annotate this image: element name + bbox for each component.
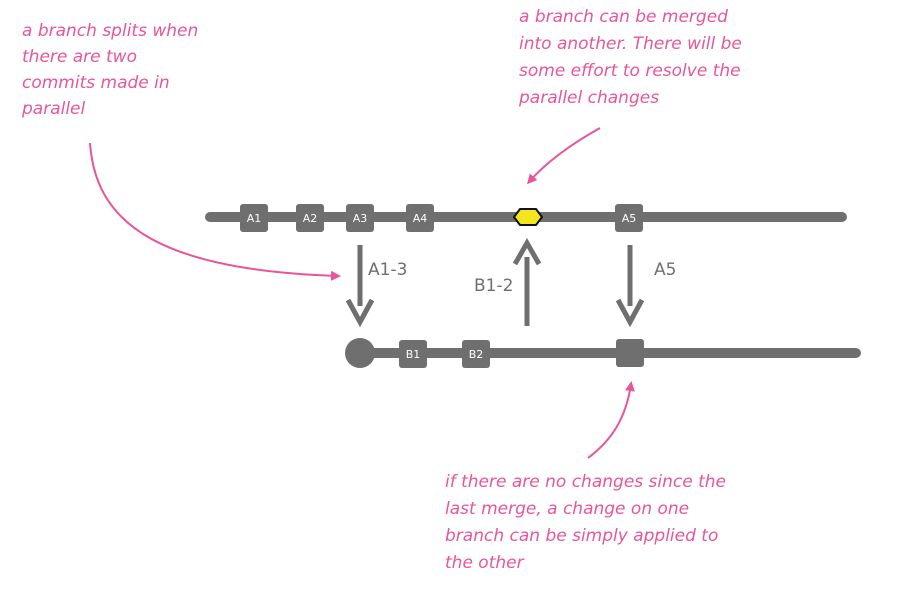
commit-b2: B2 xyxy=(462,340,490,368)
apply-pointer-arrow xyxy=(587,381,635,459)
annotation-merge-line: into another. There will be xyxy=(519,34,742,54)
annotation-apply-line: last merge, a change on one xyxy=(445,499,689,519)
arrow-a1-3-down xyxy=(345,245,375,328)
commit-a5: A5 xyxy=(615,204,643,232)
arrow-label-a1-3: A1-3 xyxy=(368,260,407,280)
annotation-split-line: parallel xyxy=(21,99,86,119)
commit-label: A4 xyxy=(413,212,428,225)
commit-label: A3 xyxy=(353,212,368,225)
annotation-split-line: commits made in xyxy=(22,73,170,93)
commit-b1: B1 xyxy=(399,340,427,368)
commit-label: A1 xyxy=(247,212,262,225)
commit-label: A5 xyxy=(622,212,637,225)
annotation-merge-line: parallel changes xyxy=(518,88,659,108)
commit-a2: A2 xyxy=(296,204,324,232)
annotation-apply-line: if there are no changes since the xyxy=(445,472,726,492)
commit-label: B1 xyxy=(406,348,421,361)
commit-label: B2 xyxy=(469,348,484,361)
annotation-apply-line: the other xyxy=(445,553,525,573)
annotation-apply-line: branch can be simply applied to xyxy=(445,526,718,546)
arrow-a5-down xyxy=(615,245,645,328)
branch-b-applied-node xyxy=(616,339,644,367)
arrow-b1-2-up xyxy=(512,237,542,326)
arrow-label-b1-2: B1-2 xyxy=(474,276,513,296)
commit-a1: A1 xyxy=(240,204,268,232)
annotation-merge-line: a branch can be merged xyxy=(519,7,728,27)
split-pointer-arrow xyxy=(89,142,341,281)
commit-label: A2 xyxy=(303,212,318,225)
merge-pointer-arrow xyxy=(527,127,601,185)
annotation-apply: if there are no changes since the last m… xyxy=(445,472,731,573)
branch-b-start-node xyxy=(345,338,375,368)
commit-a3: A3 xyxy=(346,204,374,232)
merge-point-marker xyxy=(513,208,543,226)
annotation-split: a branch splits when there are two commi… xyxy=(21,21,204,119)
annotation-merge: a branch can be merged into another. The… xyxy=(518,7,747,108)
annotation-split-line: a branch splits when xyxy=(22,21,198,41)
annotation-split-line: there are two xyxy=(22,47,137,67)
commit-a4: A4 xyxy=(406,204,434,232)
arrow-label-a5: A5 xyxy=(654,260,676,280)
annotation-merge-line: some effort to resolve the xyxy=(519,61,741,81)
